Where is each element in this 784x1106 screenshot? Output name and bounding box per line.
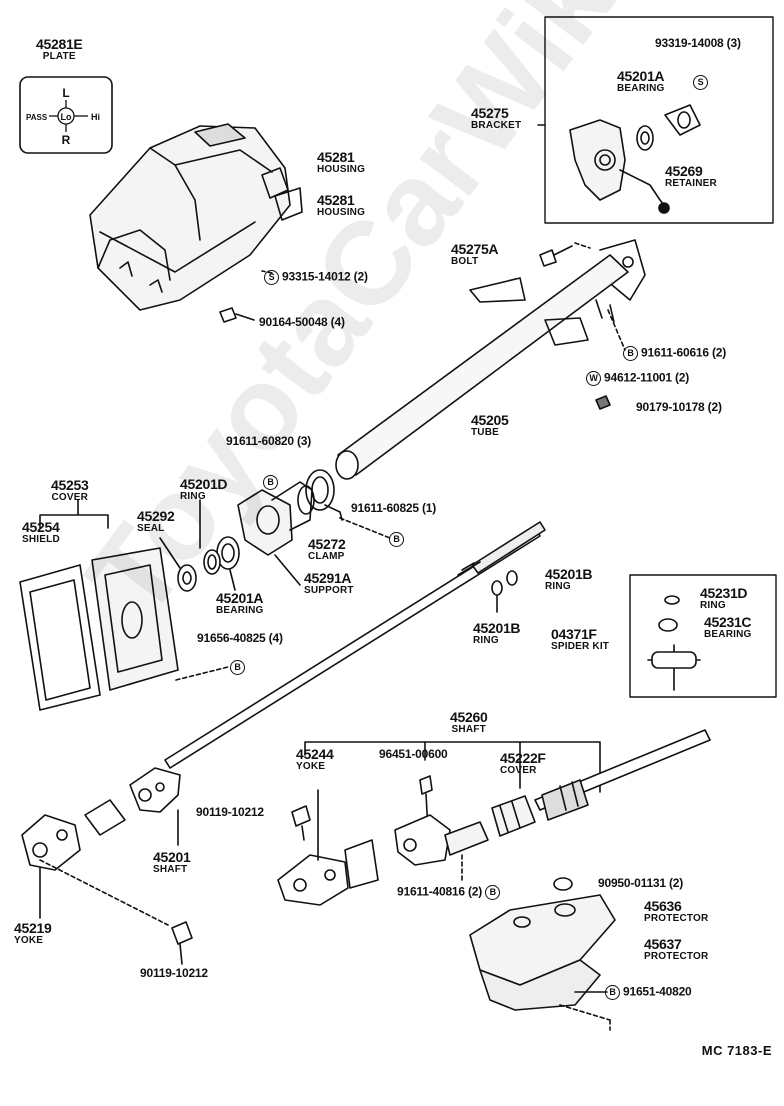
b-badge-icon: B <box>389 532 404 547</box>
bracket-45275-drawing <box>569 119 670 214</box>
seal-45292-drawing <box>177 564 197 592</box>
label-96451: 96451-00600 <box>379 747 448 761</box>
bearing-45201a-top-drawing <box>636 125 654 151</box>
b-badge-icon: B <box>263 475 278 490</box>
diagram-code: MC 7183-E <box>701 1043 772 1058</box>
label-91611-40816: 91611-40816 (2) B <box>397 885 503 900</box>
nut-90179-drawing <box>595 395 611 410</box>
tube-45205-drawing <box>335 239 646 480</box>
b-badge-icon: B <box>485 885 501 900</box>
shaft-45201-drawing <box>164 521 546 769</box>
yoke-45244-drawing <box>277 839 379 906</box>
w-badge-icon: W <box>586 371 601 386</box>
plate-symbol-right: Hi <box>91 112 100 122</box>
yoke-45219-drawing <box>21 799 126 871</box>
label-90950: 90950-01131 (2) <box>598 876 684 890</box>
label-90164: 90164-50048 (4) <box>259 315 345 329</box>
label-91656: 91656-40825 (4) <box>197 631 283 645</box>
plate-symbol-center: Lo <box>61 112 72 122</box>
label-91611-60820: 91611-60820 (3) <box>226 434 312 448</box>
plate-symbol-top: L <box>62 86 69 100</box>
housing-45281-drawing <box>89 123 303 311</box>
cover-45222f-drawing <box>491 795 536 837</box>
s-badge-icon: S <box>264 270 279 285</box>
support-45291a-drawing <box>237 481 315 556</box>
label-90119-a: 90119-10212 <box>196 805 264 819</box>
label-91611-60820-badge: B <box>263 475 281 490</box>
spider-kit-04371f-drawing <box>647 595 701 691</box>
label-91656-badge: B <box>230 660 248 675</box>
b-badge-icon: B <box>230 660 245 675</box>
b-badge-icon: B <box>623 346 638 361</box>
label-90119-b: 90119-10212 <box>140 966 208 980</box>
label-93319: 93319-14008 (3) <box>655 36 741 50</box>
label-91611-60825-badge: B <box>389 532 407 547</box>
yoke-45201-end-drawing <box>129 767 181 813</box>
label-91611-60825: 91611-60825 (1) <box>351 501 437 515</box>
shaft-45260-drawing <box>394 729 711 866</box>
cover-45253-drawing <box>91 547 179 691</box>
plate-45281e-drawing <box>19 76 113 154</box>
clamp-45272-drawing <box>305 469 343 521</box>
plate-symbol-left: PASS <box>26 113 48 122</box>
plug-90950-drawing <box>553 877 573 891</box>
label-90179: 90179-10178 (2) <box>636 400 722 414</box>
bolt-90119b-drawing <box>171 921 193 965</box>
shield-45254-drawing <box>19 564 101 711</box>
b-badge-icon: B <box>605 985 620 1000</box>
label-93319-badge: S <box>693 75 711 90</box>
ring-45201b-drawing <box>491 570 518 596</box>
s-badge-icon: S <box>693 75 708 90</box>
bolt-45275a-drawing <box>539 245 573 267</box>
protector-45637-drawing <box>479 959 601 1011</box>
ring-45201d-drawing <box>203 549 221 575</box>
bolt-90119a-drawing <box>291 805 311 841</box>
retainer-45269-drawing <box>664 104 701 136</box>
screw-90164-drawing <box>219 307 255 323</box>
plate-symbol-bottom: R <box>62 133 71 147</box>
